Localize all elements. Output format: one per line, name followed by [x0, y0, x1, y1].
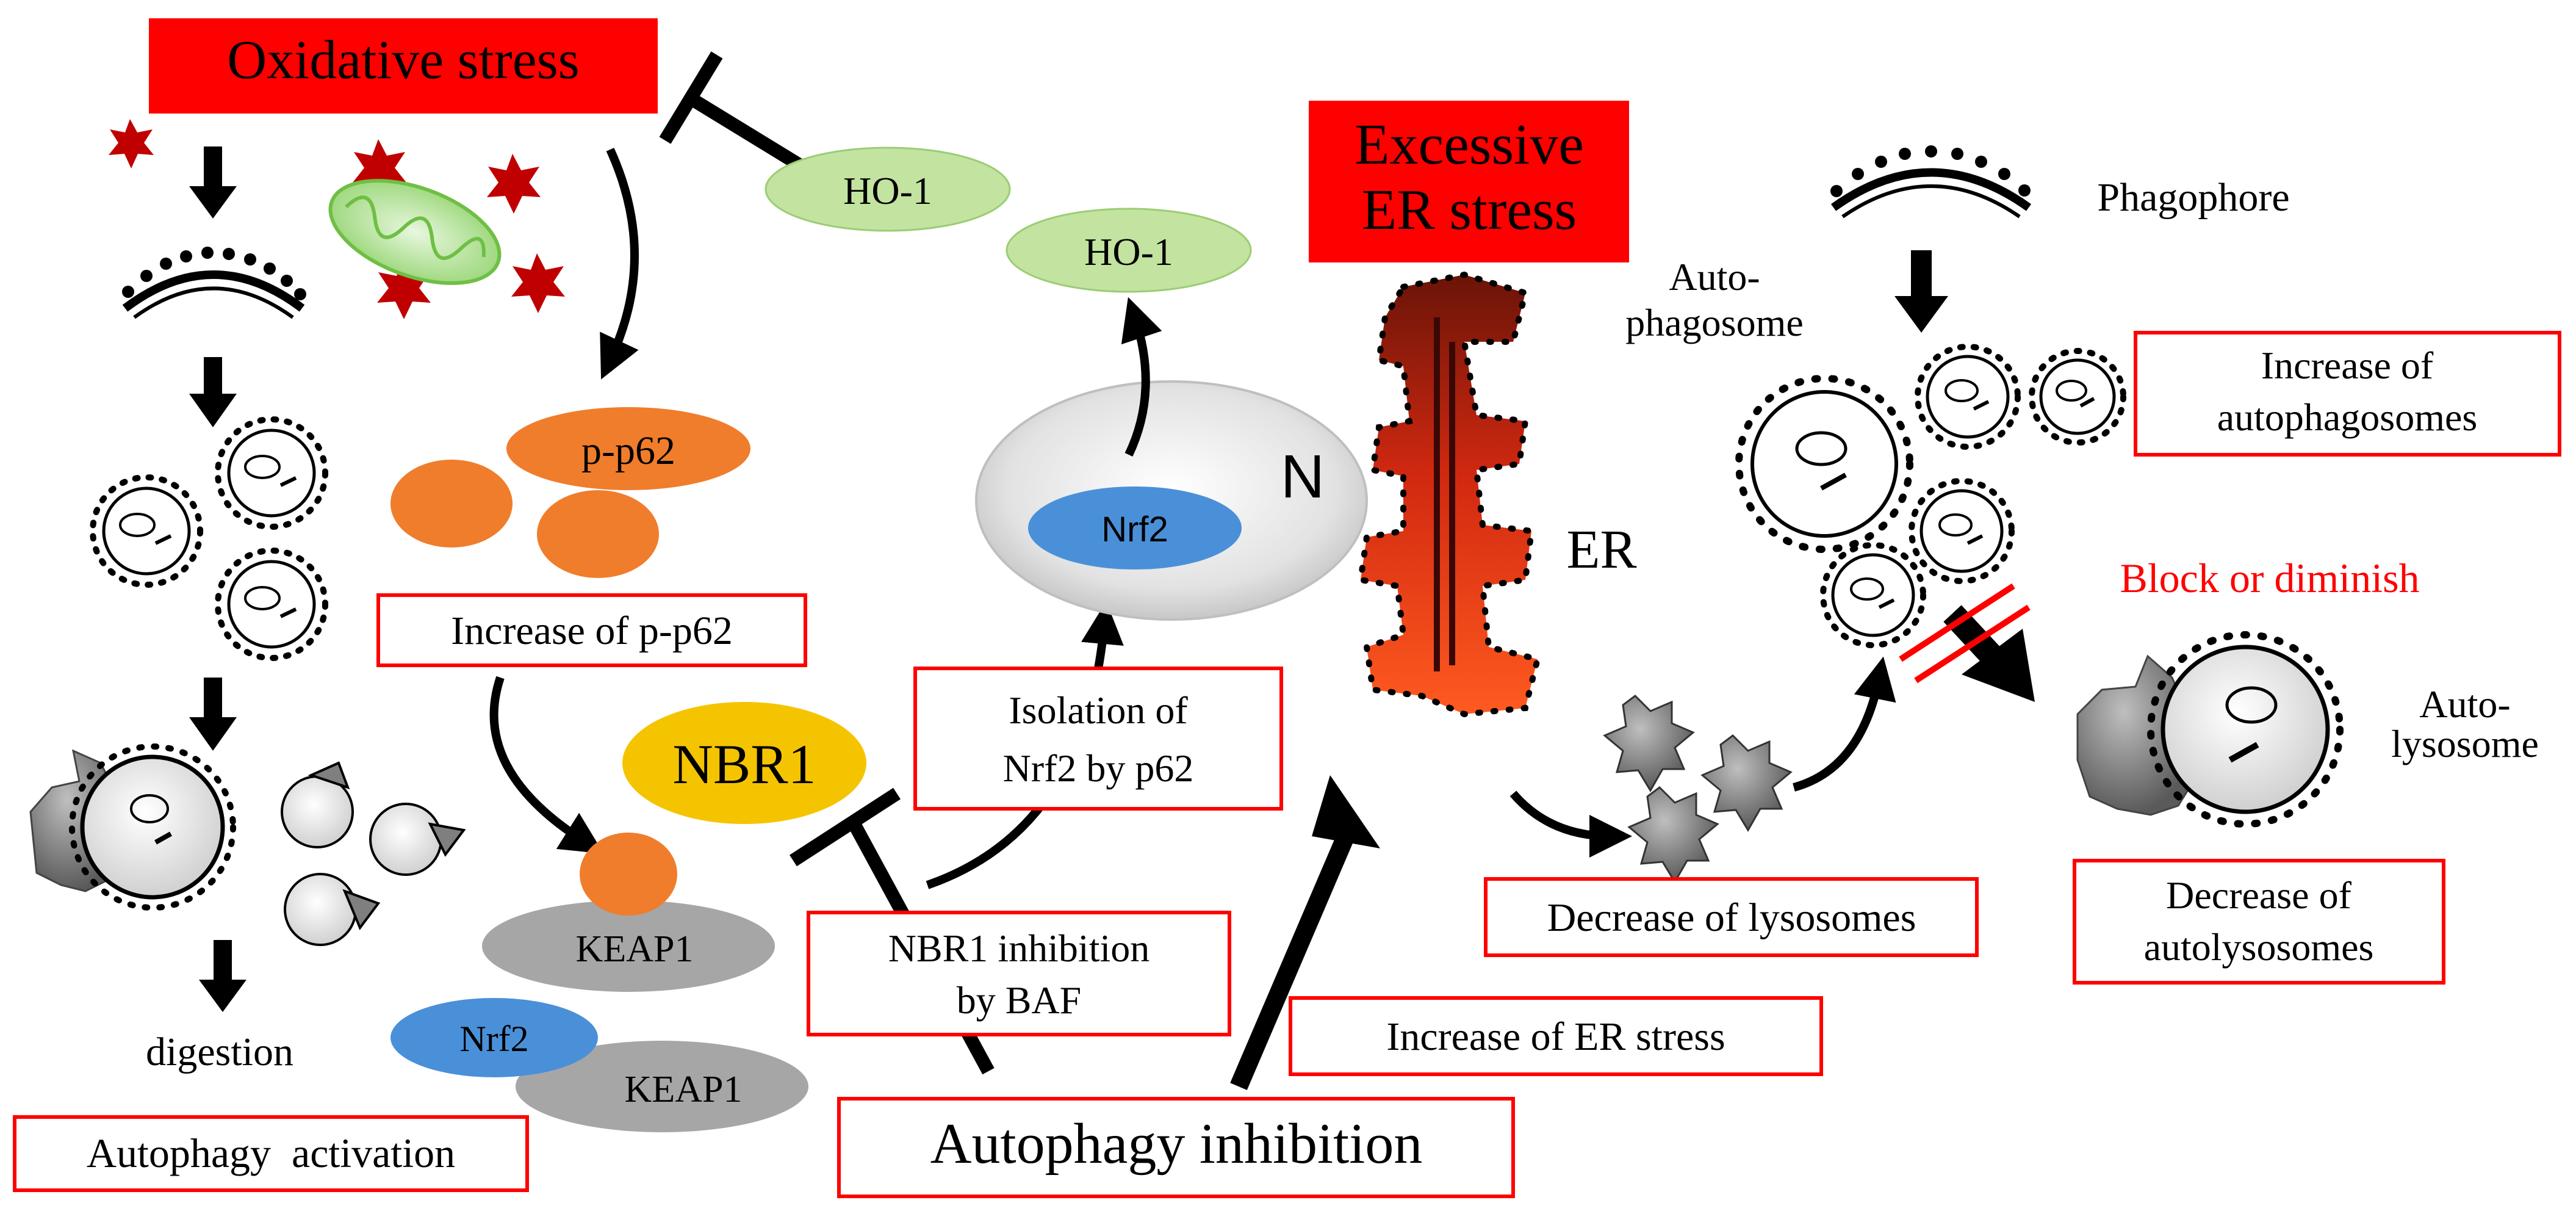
autophagy-activation-box	[13, 1115, 529, 1192]
ho1-label-b: HO-1	[1084, 230, 1173, 273]
nrf2-ellipse-keap1	[390, 998, 598, 1077]
decrease-autolysosomes-label-1: Decrease of	[2166, 873, 2351, 917]
oxidative-stress-box	[149, 18, 658, 114]
arrow-lysosomes-to-autophagosomes	[1793, 656, 1896, 792]
isolation-nrf2-box	[913, 667, 1283, 811]
oxidative-stress-label: Oxidative stress	[227, 30, 579, 90]
lysosome-icon	[1603, 695, 1793, 884]
nrf2-label-keap1: Nrf2	[459, 1019, 528, 1059]
phagophore-label: Phagophore	[2097, 175, 2289, 220]
excessive-er-stress-label-1: Excessive	[1355, 113, 1584, 176]
autophagy-inhibition-box	[837, 1097, 1515, 1198]
increase-er-stress-label: Increase of ER stress	[1386, 1014, 1725, 1059]
excessive-er-stress-label-2: ER stress	[1362, 178, 1577, 242]
keap1-ellipse-a	[482, 900, 775, 992]
increase-autophagosomes-label-2: autophagosomes	[2217, 396, 2478, 439]
er-label: ER	[1566, 519, 1636, 580]
endoplasmic-reticulum-icon	[1357, 271, 1542, 718]
digestion-vesicles-icon	[281, 761, 466, 946]
autophagosome-icon-left	[90, 416, 328, 661]
decrease-lysosomes-box	[1484, 877, 1979, 957]
arrow-nrf2-to-ho1	[1121, 297, 1162, 457]
ho1-label-a: HO-1	[843, 169, 932, 212]
increase-p-p62-box	[376, 593, 807, 667]
arrow-inhibition-to-er	[1230, 775, 1380, 1090]
autophagosome-icon-right	[1735, 344, 2126, 648]
nbr1-inhibition-box	[807, 911, 1231, 1036]
decrease-autolysosomes-label-2: autolysosomes	[2144, 925, 2374, 969]
nrf2-label-nucleus: Nrf2	[1101, 510, 1168, 549]
autophagy-activation-label: Autophagy activation	[87, 1130, 455, 1176]
autolysosome-icon-left	[29, 743, 236, 911]
nucleus-label: N	[1281, 443, 1325, 511]
isolation-nrf2-label-2: Nrf2 by p62	[1003, 746, 1194, 790]
p-p62-ellipse	[506, 407, 750, 490]
autophagy-inhibition-label: Autophagy inhibition	[930, 1112, 1423, 1176]
block-or-diminish-label: Block or diminish	[2120, 555, 2419, 601]
nbr1-inhibition-label-2: by BAF	[957, 978, 1082, 1022]
activation-arrows	[189, 146, 246, 1012]
autolysosome-label-1: Auto-	[2419, 682, 2510, 726]
p-p62-label: p-p62	[581, 428, 675, 473]
autolysosome-label-2: lysosome	[2391, 722, 2539, 765]
nbr1-inhibition-label-1: NBR1 inhibition	[888, 927, 1150, 970]
inhibition-ho1-oxidative	[659, 51, 803, 171]
autophagosome-label-1: Auto-	[1669, 255, 1760, 298]
keap1-label-b: KEAP1	[625, 1069, 743, 1110]
digestion-label: digestion	[146, 1030, 293, 1074]
isolation-nrf2-label-1: Isolation of	[1009, 689, 1188, 732]
keap1-label-a: KEAP1	[576, 928, 694, 970]
nbr1-ellipse	[622, 702, 866, 824]
blocked-arrow	[1899, 583, 2035, 702]
nrf2-ellipse-nucleus	[1028, 486, 1242, 569]
keap1-ellipse-b	[516, 1041, 808, 1132]
ho1-ellipse-a	[765, 146, 1011, 232]
p62-ellipse-1	[390, 460, 513, 548]
mitochondrion-icon	[328, 179, 502, 285]
phagophore-icon-left	[122, 247, 306, 319]
increase-er-stress-box	[1289, 996, 1823, 1076]
increase-autophagosomes-box	[2134, 331, 2561, 457]
autophagosome-label-2: phagosome	[1625, 301, 1804, 344]
increase-autophagosomes-label-1: Increase of	[2261, 344, 2434, 387]
decrease-lysosomes-label: Decrease of lysosomes	[1547, 895, 1916, 940]
excessive-er-stress-box	[1309, 101, 1629, 262]
arrow-p62-to-keap1	[489, 676, 604, 854]
phagophore-icon-right	[1830, 145, 2032, 219]
arrow-oxidative-to-p62	[600, 148, 639, 380]
arrow-er-to-lysosomes	[1509, 790, 1632, 858]
nbr1-label: NBR1	[672, 733, 816, 795]
decrease-autolysosomes-box	[2073, 859, 2445, 985]
p62-on-keap1	[580, 833, 677, 916]
arrow-phagophore-to-autophagosome	[1894, 250, 1948, 333]
increase-p-p62-label: Increase of p-p62	[451, 609, 733, 653]
ros-star-icon	[109, 119, 565, 319]
ho1-ellipse-b	[1006, 208, 1252, 293]
p62-ellipse-2	[537, 490, 659, 578]
autolysosome-icon-right	[2076, 631, 2344, 828]
